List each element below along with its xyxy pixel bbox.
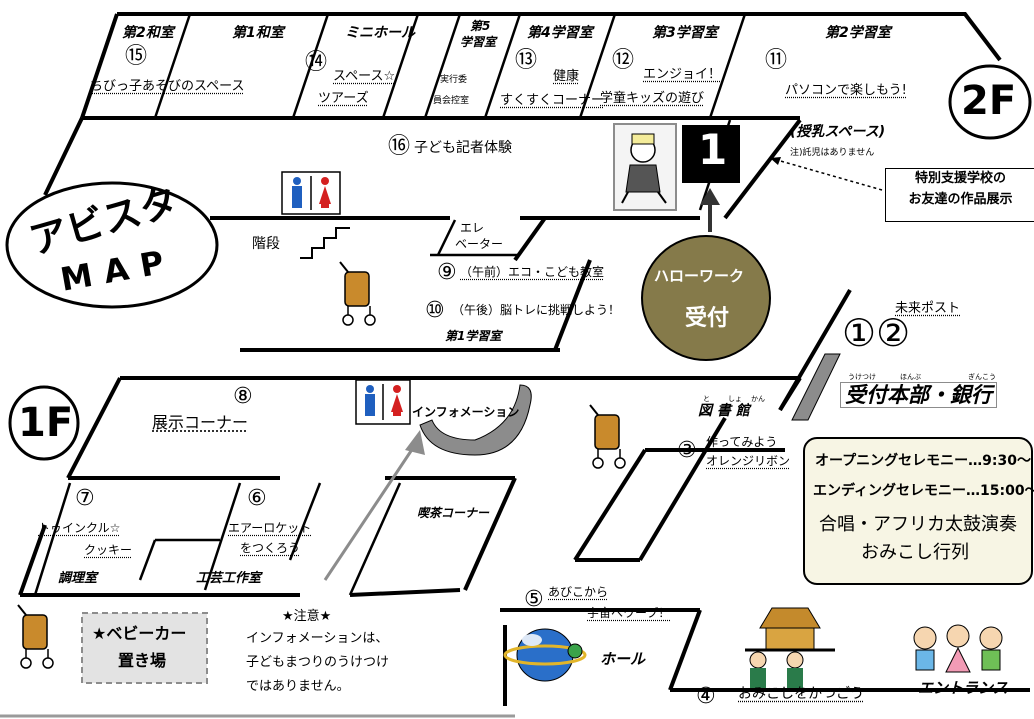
room-study-4: 第4学習室 [527, 25, 593, 41]
room-craft: 工芸工作室 [196, 572, 261, 587]
item-6-number: ⑥ [247, 488, 267, 510]
item-6-label-line2: をつくろう [240, 542, 300, 556]
stroller-icon-parking [18, 605, 53, 668]
item-6-label-line1: エアーロケット [228, 522, 311, 536]
room-library: 図 書 館 [698, 403, 750, 419]
item-15-label: ちびっ子あそびのスペース [90, 80, 244, 95]
item-9-number: ⑨ [437, 262, 457, 284]
reception-title: 受付本部・銀行 [840, 382, 997, 408]
schedule-parade: おみこし行列 [861, 543, 969, 564]
room-study-1: 第1学習室 [445, 330, 501, 344]
information-desk [420, 385, 531, 455]
stroller-parking-line1: ★ベビーカー [92, 625, 186, 643]
reception-ruby-ginkou: ぎんこう [968, 372, 996, 382]
omikoshi-illustration [745, 608, 835, 688]
reception-ruby-uketsuke: うけつけ [848, 372, 876, 382]
exhibit-callout-line1: 特別支援学校の [886, 169, 1034, 190]
notice-line1: インフォメーションは、 [246, 632, 388, 647]
item-16-number: ⑯ [388, 136, 410, 158]
item-12-label-line1: エンジョイ！ [643, 68, 721, 83]
item-5-label-line2: 宇宙へワープ！ [587, 607, 670, 621]
item-3-label-line2: オレンジリボン [706, 455, 790, 469]
item-16-label: 子ども記者体験 [414, 140, 512, 156]
room-5-line1: 第5 [470, 20, 490, 34]
item-8-number: ⑧ [233, 386, 253, 408]
schedule-ending: エンディングセレモニー…15:00～ [813, 483, 1034, 499]
committee-note-line2: 員会控室 [433, 96, 469, 106]
hello-work-reception: 受付 [685, 306, 729, 331]
elevator-label-line2: ベーター [455, 238, 503, 252]
item-7-label-line2: クッキー [84, 544, 132, 558]
item-3-number: ③ [677, 440, 697, 462]
item-11-label: パソコンで楽しもう! [785, 84, 907, 99]
item-5-number: ⑤ [524, 589, 544, 611]
room-study-3: 第3学習室 [652, 25, 718, 41]
information-arrow [325, 445, 415, 580]
exhibit-callout-line2: お友達の作品展示 [886, 190, 1034, 211]
item-11-number: ⑪ [765, 50, 787, 72]
stroller-parking-line2: 置き場 [118, 652, 166, 670]
booth-1-number: 1 [698, 126, 727, 174]
notice-line2: 子どもまつりのうけつけ [246, 656, 389, 671]
committee-note-line1: 実行委 [440, 75, 467, 85]
elevator-label-line1: エレ [460, 222, 484, 236]
reception-numbers: ①② [842, 312, 910, 356]
restroom-icon-2f [282, 172, 340, 214]
room-study-2: 第2学習室 [825, 25, 891, 41]
item-5-label-line1: あびこから [548, 586, 608, 600]
hello-work-label: ハローワーク [654, 268, 744, 285]
item-3-label-line1: 作ってみよう [706, 436, 777, 450]
item-14-number: ⑭ [305, 52, 327, 74]
hall-planet-icon [505, 629, 585, 681]
floor-1f-label: 1F [18, 400, 73, 446]
item-7-label-line1: トゥインクル☆ [38, 522, 120, 536]
item-10-number: ⑩ [425, 300, 445, 322]
item-13-label-line2: すくすくコーナー [500, 94, 604, 109]
callout-pointer [770, 158, 882, 190]
item-14-label-line1: スペース☆ [333, 70, 395, 85]
room-washitsu-2: 第2和室 [122, 25, 174, 41]
future-post-label: 未来ポスト [895, 302, 960, 317]
room-cafe: 喫茶コーナー [417, 507, 489, 521]
room-cooking: 調理室 [58, 572, 97, 587]
item-4-label: おみこしをかつごう [738, 686, 864, 702]
stairs-label: 階段 [252, 236, 280, 252]
item-15-number: ⑮ [125, 46, 147, 68]
item-13-number: ⑬ [515, 50, 537, 72]
room-hall: ホール [600, 651, 645, 668]
room-mini-hall: ミニホール [345, 25, 415, 41]
room-washitsu-1: 第1和室 [232, 25, 284, 41]
item-14-label-line2: ツアーズ [318, 92, 369, 107]
item-10-label: （午後）脳トレに挑戦しよう！ [452, 304, 620, 318]
entrance-children-illustration [914, 625, 1002, 672]
reception-wall [792, 354, 840, 420]
item-12-label-line2: 学童キッズの遊び [600, 92, 704, 107]
item-13-label-line1: 健康 [553, 70, 579, 85]
notice-title: ★注意★ [282, 610, 331, 625]
hello-work-circle [642, 236, 770, 360]
reception-ruby-honbu: ほんぶ [900, 372, 921, 382]
item-8-label: 展示コーナー [152, 414, 248, 432]
schedule-opening: オープニングセレモニー…9:30～ [815, 453, 1031, 469]
notice-line3: ではありません。 [246, 680, 350, 695]
nursing-space-note: 注)託児はありません [790, 148, 874, 158]
item-4-number: ④ [696, 686, 716, 708]
restroom-icon-1f [356, 380, 410, 424]
information-label: インフォメーション [412, 406, 519, 420]
stroller-icon-library [590, 405, 625, 468]
schedule-panel: オープニングセレモニー…9:30～ エンディングセレモニー…15:00～ 合唱・… [803, 437, 1033, 585]
room-5-line2: 学習室 [460, 36, 496, 50]
schedule-performance: 合唱・アフリカ太鼓演奏 [819, 515, 1017, 536]
nursing-space-title: (授乳スペース) [790, 124, 885, 140]
item-9-label: （午前）エコ・こども教室 [460, 266, 604, 280]
stroller-icon-2f [340, 262, 375, 325]
library-ruby-kan: かん [751, 394, 765, 404]
item-7-number: ⑦ [75, 488, 95, 510]
reporter-illustration [614, 124, 676, 210]
entrance-label: エントランス [918, 680, 1008, 697]
exhibit-callout: 特別支援学校の お友達の作品展示 [885, 168, 1034, 222]
item-12-number: ⑫ [612, 50, 634, 72]
stairs-icon [300, 228, 350, 258]
floor-2f-label: 2F [961, 78, 1016, 124]
